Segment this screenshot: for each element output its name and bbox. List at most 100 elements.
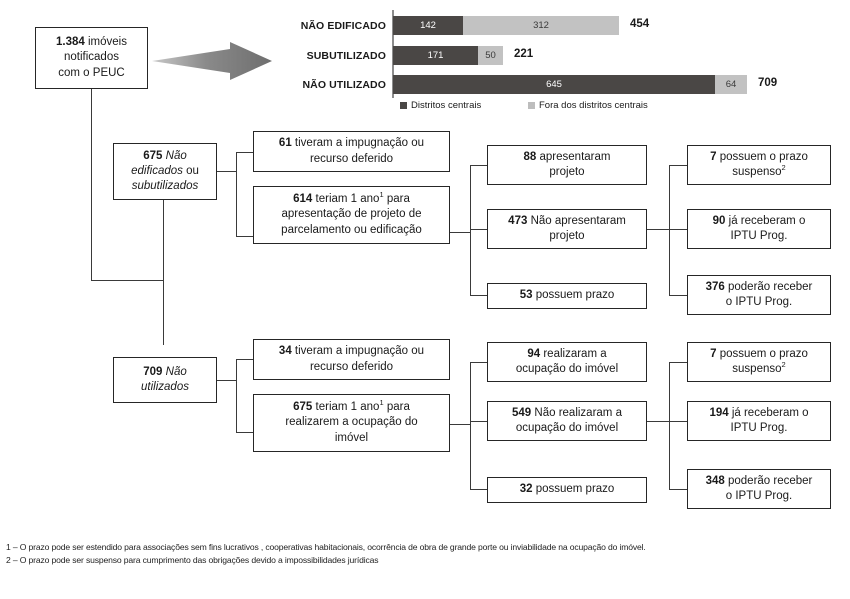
chart-bar-1: 171 50	[393, 46, 503, 65]
b88-l2: projeto	[549, 166, 585, 178]
b53-l1: possuem prazo	[535, 289, 615, 302]
chart-segment-value-0-0: 142	[420, 20, 436, 31]
footnote-1: 1 – O prazo pode ser estendido para asso…	[6, 542, 646, 552]
b675-l2b: ou	[182, 164, 199, 177]
b376-l2: o IPTU Prog.	[725, 296, 793, 308]
b194-count: 194	[709, 406, 729, 419]
connector-549-out	[647, 421, 670, 423]
b61-l1: tiveram a impugnação ou	[294, 137, 425, 150]
footnote-2: 2 – O prazo pode ser suspenso para cumpr…	[6, 555, 379, 566]
chart-segment-value-2-0: 645	[546, 79, 562, 90]
b675-count: 675	[143, 149, 163, 162]
b549-l1: Não realizaram a	[534, 406, 622, 419]
connector-trunk-vertical	[163, 200, 165, 345]
chart-segment-0-1: 312	[463, 16, 619, 35]
chart-legend-item-1: Fora dos distritos centrais	[528, 100, 648, 111]
b675b-l2: realizarem a ocupação do	[285, 416, 418, 429]
chart-category-label-2: NÃO UTILIZADO	[302, 79, 386, 91]
box-376-iptu-poderao: 376 poderão receber o IPTU Prog.	[687, 275, 831, 315]
box-32-possuem-prazo: 32 possuem prazo	[487, 477, 647, 503]
b88-count: 88	[523, 150, 537, 163]
connector-675-to-614	[236, 236, 254, 238]
b614-count: 614	[293, 193, 313, 206]
chart-segment-value-0-1: 312	[533, 20, 549, 31]
connector-675-to-61	[236, 152, 254, 154]
chart-category-label-0: NÃO EDIFICADO	[300, 20, 386, 32]
box-473-nao-apresentaram: 473 Não apresentaram projeto	[487, 209, 647, 249]
connector-614-to-53	[470, 295, 487, 297]
b7b-count: 7	[710, 347, 717, 360]
chart-legend-item-0: Distritos centrais	[400, 100, 481, 111]
box-709-nao-utilizados: 709 Não utilizados	[113, 357, 217, 403]
connector-709-to-675	[236, 432, 254, 434]
connector-549-split	[669, 362, 671, 490]
b94-l1: realizaram a	[543, 347, 607, 360]
b709-count: 709	[143, 365, 163, 378]
box-7-prazo-suspenso-b: 7 possuem o prazo suspenso2	[687, 342, 831, 382]
b614-l3: parcelamento ou edificação	[281, 223, 422, 236]
b88-l1: apresentaram	[539, 150, 611, 163]
connector-614-out	[450, 232, 471, 234]
b675-l2a: edificados	[131, 164, 183, 177]
connector-709-split	[236, 359, 238, 433]
root-box-text: 1.384 imóveis notificados com o PEUC	[56, 35, 127, 81]
b34-l2: recurso deferido	[309, 360, 394, 373]
chart-segment-1-0: 171	[393, 46, 478, 65]
connector-675b-out	[450, 424, 471, 426]
b7a-count: 7	[710, 150, 717, 163]
chart-total-2: 709	[758, 77, 778, 89]
connector-473-split	[669, 165, 671, 296]
b34-count: 34	[278, 345, 292, 358]
connector-614-split	[470, 165, 472, 296]
box-194-iptu-recebido: 194 já receberam o IPTU Prog.	[687, 401, 831, 441]
b7a-l2: suspenso2	[732, 163, 786, 178]
b90-l2: IPTU Prog.	[730, 230, 788, 242]
connector-root-right	[91, 280, 164, 282]
b7b-l1: possuem o prazo	[719, 347, 808, 360]
b709-l1: Não	[162, 365, 187, 378]
box-675-nao-edificados: 675 Não edificados ou subutilizados	[113, 143, 217, 200]
chart-bar-0: 142 312	[393, 16, 619, 35]
connector-675b-to-94	[470, 362, 487, 364]
b473-l2: projeto	[549, 230, 585, 242]
root-line2: notificados	[64, 51, 119, 64]
b473-count: 473	[508, 214, 528, 227]
box-61-impugnacao: 61 tiveram a impugnação ou recurso defer…	[253, 131, 450, 172]
connector-549-to-194	[669, 421, 687, 423]
chart-total-0: 454	[630, 18, 650, 30]
b614-l1: teriam 1 ano1 para	[315, 190, 410, 206]
b90-l1: já receberam o	[728, 214, 806, 227]
b675b-l3: imóvel	[334, 431, 369, 444]
b675-l1: Não	[162, 149, 187, 162]
b53-count: 53	[519, 289, 533, 302]
legend-label-1: Fora dos distritos centrais	[539, 100, 648, 111]
big-right-arrow-icon	[152, 42, 272, 80]
b376-l1: poderão receber	[727, 280, 813, 293]
b7a-l1: possuem o prazo	[719, 150, 808, 163]
bar-chart: NÃO EDIFICADO 142 312 454 SUBUTILIZADO 1…	[290, 6, 835, 118]
box-53-possuem-prazo: 53 possuem prazo	[487, 283, 647, 309]
b376-count: 376	[705, 280, 725, 293]
legend-label-0: Distritos centrais	[411, 100, 482, 111]
chart-segment-value-2-1: 64	[725, 79, 737, 90]
b61-l2: recurso deferido	[309, 152, 394, 165]
connector-675b-to-32	[470, 489, 487, 491]
box-34-impugnacao: 34 tiveram a impugnação ou recurso defer…	[253, 339, 450, 380]
box-90-iptu-recebido: 90 já receberam o IPTU Prog.	[687, 209, 831, 249]
chart-segment-1-1: 50	[478, 46, 503, 65]
connector-549-to-348	[669, 489, 687, 491]
root-box: 1.384 imóveis notificados com o PEUC	[35, 27, 148, 89]
connector-614-to-88	[470, 165, 487, 167]
connector-473-out	[647, 229, 670, 231]
chart-category-label-1: SUBUTILIZADO	[306, 50, 386, 62]
b7b-l2: suspenso2	[732, 360, 786, 375]
connector-549-to-7	[669, 362, 687, 364]
b348-l1: poderão receber	[727, 474, 813, 487]
connector-473-to-90	[669, 229, 687, 231]
b348-l2: o IPTU Prog.	[725, 490, 793, 502]
b90-count: 90	[712, 214, 726, 227]
b34-l1: tiveram a impugnação ou	[294, 345, 425, 358]
connector-473-to-7	[669, 165, 687, 167]
chart-segment-value-1-0: 171	[427, 50, 444, 61]
